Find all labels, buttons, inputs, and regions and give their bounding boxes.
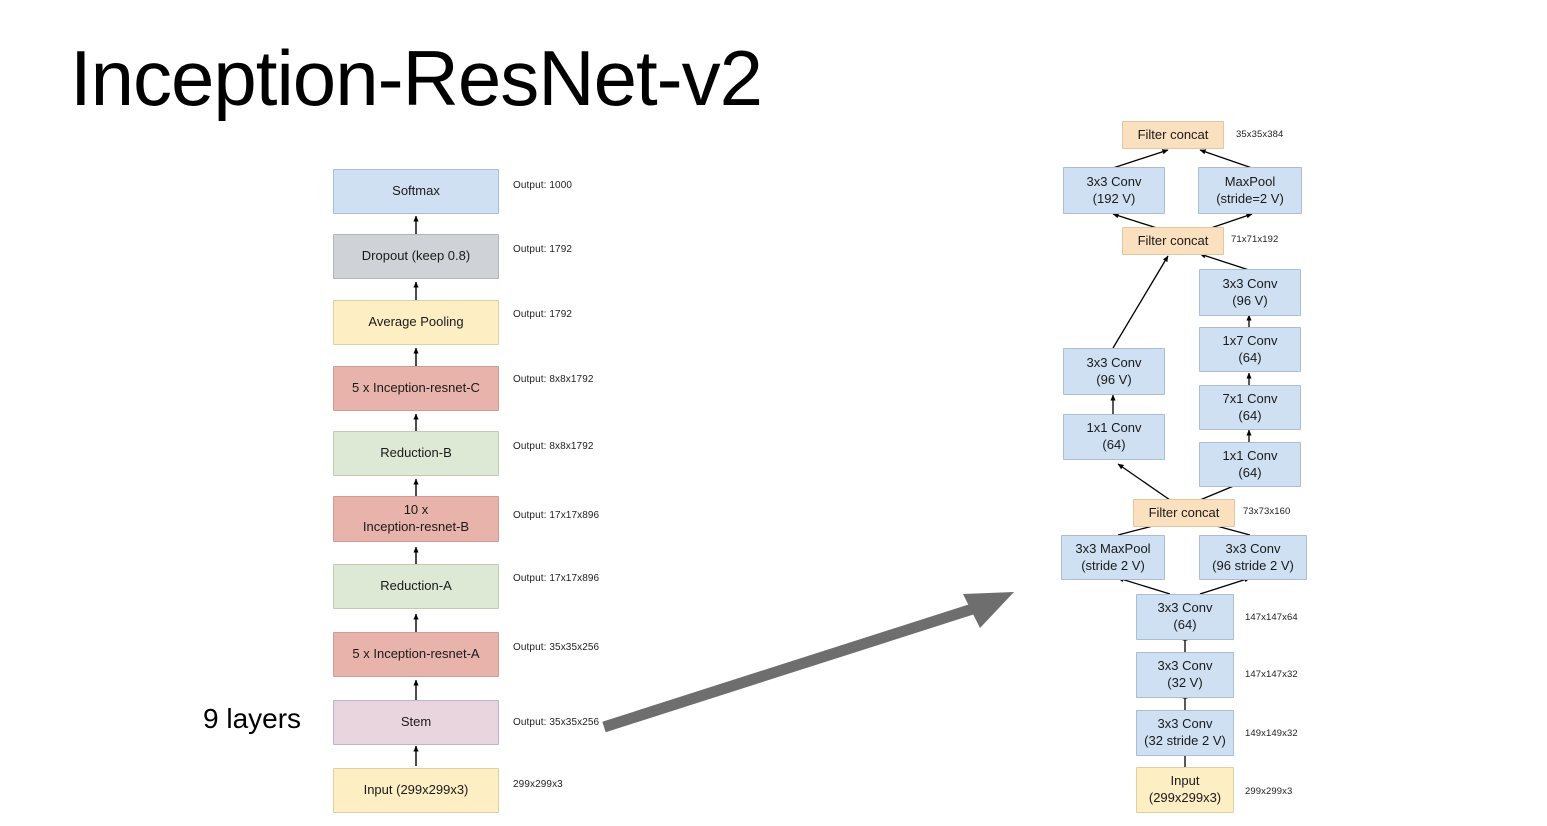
- stem-node-filter-concat-71[interactable]: Filter concat: [1122, 227, 1224, 255]
- stem-node-filter-concat-73[interactable]: Filter concat: [1133, 499, 1235, 527]
- stem-node-conv-3x3-32-stride2[interactable]: 3x3 Conv (32 stride 2 V): [1136, 710, 1234, 756]
- stem-node-maxpool-stride2[interactable]: MaxPool (stride=2 V): [1198, 167, 1302, 214]
- stem-side-label-299x299x3: 299x299x3: [1245, 786, 1293, 797]
- side-label-average-pooling: Output: 1792: [513, 309, 573, 320]
- node-label: 3x3 Conv (96 V): [1086, 354, 1142, 387]
- stem-side-label-35x35x384: 35x35x384: [1236, 129, 1284, 140]
- node-label: Average Pooling: [368, 314, 464, 330]
- stem-node-filter-concat-35[interactable]: Filter concat: [1122, 121, 1224, 149]
- node-label: 10 x Inception-resnet-B: [362, 502, 470, 534]
- overview-node-average-pooling[interactable]: Average Pooling: [333, 300, 499, 345]
- overview-node-inception-resnet-a[interactable]: 5 x Inception-resnet-A: [333, 632, 499, 677]
- node-label: Filter concat: [1148, 504, 1220, 520]
- side-label-inception-resnet-c: Output: 8x8x1792: [513, 374, 594, 385]
- stem-node-conv-3x3-96v-right[interactable]: 3x3 Conv (96 V): [1199, 269, 1301, 316]
- side-label-input: 299x299x3: [513, 779, 563, 790]
- node-label: 3x3 Conv (96 V): [1222, 275, 1278, 308]
- side-label-softmax: Output: 1000: [513, 180, 573, 191]
- node-label: MaxPool (stride=2 V): [1216, 173, 1284, 206]
- overview-node-inception-resnet-b[interactable]: 10 x Inception-resnet-B: [333, 496, 499, 542]
- stem-node-conv-1x7-64[interactable]: 1x7 Conv (64): [1199, 327, 1301, 372]
- nine-layers-annotation: 9 layers: [203, 703, 302, 734]
- node-label: 5 x Inception-resnet-C: [352, 380, 480, 396]
- stem-node-maxpool-3x3[interactable]: 3x3 MaxPool (stride 2 V): [1061, 535, 1165, 580]
- node-label: 3x3 Conv (32 V): [1157, 658, 1213, 690]
- side-label-inception-resnet-b: Output: 17x17x896: [513, 510, 600, 521]
- node-label: Input (299x299x3): [363, 782, 469, 798]
- side-label-reduction-a: Output: 17x17x896: [513, 573, 600, 584]
- stem-node-conv-3x3-96v-left[interactable]: 3x3 Conv (96 V): [1063, 348, 1165, 395]
- side-label-inception-resnet-a: Output: 35x35x256: [513, 642, 600, 653]
- overview-node-input[interactable]: Input (299x299x3): [333, 768, 499, 813]
- node-label: Filter concat: [1137, 232, 1209, 248]
- stem-node-input[interactable]: Input (299x299x3): [1136, 767, 1234, 813]
- node-label: 3x3 Conv (64): [1157, 600, 1213, 632]
- stem-side-label-71x71x192: 71x71x192: [1231, 234, 1279, 245]
- node-label: 7x1 Conv (64): [1222, 390, 1278, 423]
- node-label: Softmax: [392, 183, 440, 199]
- stem-side-label-147x147x64: 147x147x64: [1245, 612, 1298, 623]
- overview-node-stem[interactable]: Stem: [333, 700, 499, 745]
- overview-node-inception-resnet-c[interactable]: 5 x Inception-resnet-C: [333, 366, 499, 411]
- node-label: Reduction-B: [380, 445, 452, 461]
- node-label: Dropout (keep 0.8): [361, 248, 471, 264]
- node-label: 5 x Inception-resnet-A: [352, 646, 480, 662]
- node-label: 3x3 Conv (96 stride 2 V): [1212, 540, 1294, 573]
- stem-node-conv-7x1-64[interactable]: 7x1 Conv (64): [1199, 385, 1301, 430]
- overview-node-reduction-a[interactable]: Reduction-A: [333, 564, 499, 609]
- stem-node-conv-3x3-32v[interactable]: 3x3 Conv (32 V): [1136, 652, 1234, 698]
- side-label-reduction-b: Output: 8x8x1792: [513, 441, 594, 452]
- node-label: 1x1 Conv (64): [1086, 420, 1142, 452]
- overview-node-softmax[interactable]: Softmax: [333, 169, 499, 214]
- node-label: 1x1 Conv (64): [1222, 447, 1278, 480]
- node-label: 1x7 Conv (64): [1222, 332, 1278, 365]
- stem-side-label-73x73x160: 73x73x160: [1243, 506, 1291, 517]
- stem-node-conv-3x3-64[interactable]: 3x3 Conv (64): [1136, 594, 1234, 640]
- side-label-dropout: Output: 1792: [513, 244, 573, 255]
- stem-node-conv-1x1-64-left[interactable]: 1x1 Conv (64): [1063, 414, 1165, 460]
- node-label: Reduction-A: [380, 578, 452, 594]
- stem-node-conv-1x1-64-right[interactable]: 1x1 Conv (64): [1199, 442, 1301, 487]
- overview-node-dropout[interactable]: Dropout (keep 0.8): [333, 234, 499, 279]
- node-label: 3x3 MaxPool (stride 2 V): [1075, 540, 1151, 573]
- node-label: 3x3 Conv (192 V): [1086, 173, 1142, 206]
- node-label: Input (299x299x3): [1148, 773, 1222, 805]
- stem-side-label-147x147x32: 147x147x32: [1245, 669, 1298, 680]
- node-label: Filter concat: [1137, 126, 1209, 142]
- stem-side-label-149x149x32: 149x149x32: [1245, 728, 1298, 739]
- side-label-stem: Output: 35x35x256: [513, 717, 600, 728]
- node-label: 3x3 Conv (32 stride 2 V): [1144, 716, 1226, 748]
- overview-node-reduction-b[interactable]: Reduction-B: [333, 431, 499, 476]
- stem-node-conv-3x3-192[interactable]: 3x3 Conv (192 V): [1063, 167, 1165, 214]
- stem-node-conv-3x3-96-stride2[interactable]: 3x3 Conv (96 stride 2 V): [1199, 535, 1307, 580]
- node-label: Stem: [400, 714, 432, 730]
- page-title: Inception-ResNet-v2: [70, 34, 763, 122]
